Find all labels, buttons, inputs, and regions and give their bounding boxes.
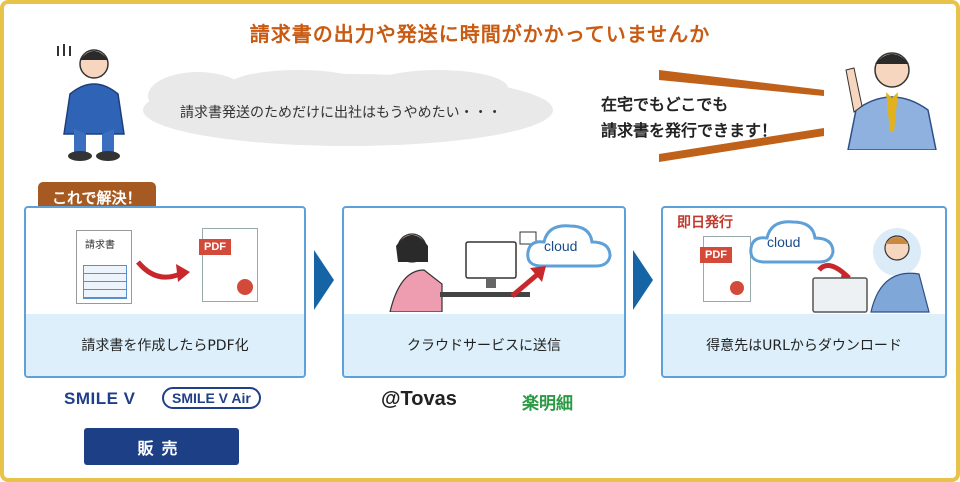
tovas-logo: @Tovas: [381, 388, 457, 410]
step-caption: 請求書を作成したらPDF化: [26, 314, 304, 376]
invoice-doc-table: [83, 265, 127, 299]
headline: 請求書の出力や発送に時間がかかっていませんか: [249, 22, 711, 46]
cloud-label: cloud: [767, 234, 801, 250]
pdf-file-icon: PDF: [199, 228, 258, 302]
speech-rays: [659, 70, 824, 162]
invoice-doc-title: 請求書: [85, 240, 115, 251]
step-caption: クラウドサービスに送信: [344, 314, 624, 376]
red-arrow-icon: [510, 266, 546, 298]
flow-arrow-1: [314, 250, 334, 310]
pdf-label: PDF: [199, 239, 231, 255]
smile-v-logo: SMILE V: [64, 389, 136, 408]
worry-text: 請求書発送のためだけに出社はもうやめたい・・・: [180, 105, 502, 121]
cloud-label: cloud: [544, 238, 578, 254]
customer-at-computer-illustration: [812, 228, 930, 313]
download-icon: [730, 281, 744, 295]
step-panel-create-pdf: 請求書 PDF 請求書を作成したらPDF化: [24, 206, 306, 378]
sales-button[interactable]: 販売: [84, 428, 239, 465]
flow-arrow-2: [633, 250, 653, 310]
woman-at-computer-illustration: [389, 231, 537, 312]
worried-businessman-illustration: [57, 44, 125, 161]
claim-line-2: 請求書を発行できます！: [601, 121, 778, 140]
rakumeisai-logo: 楽明細: [522, 394, 573, 414]
remote-claim: 在宅でもどこでも 請求書を発行できます！: [601, 92, 777, 144]
cloud-icon: [526, 224, 612, 268]
confident-businessman-illustration: [845, 52, 937, 150]
step-caption: 得意先はURLからダウンロード: [663, 314, 945, 376]
step-panel-download: 即日発行 PDF cloud 得意先はURLからダウンロード: [661, 206, 947, 378]
thought-bubble: [143, 70, 553, 146]
cloud-icon: [749, 220, 835, 264]
step-panel-send-cloud: cloud クラウドサービスに送信: [342, 206, 626, 378]
download-icon: [237, 279, 253, 295]
claim-line-1: 在宅でもどこでも: [601, 95, 729, 114]
invoice-document-icon: 請求書: [76, 230, 132, 304]
smile-v-air-logo: SMILE V Air: [162, 387, 261, 409]
pdf-label: PDF: [700, 247, 732, 263]
pdf-file-icon: PDF: [700, 236, 751, 302]
instant-issue-label: 即日発行: [677, 215, 733, 231]
red-arrow-icon: [136, 260, 190, 282]
